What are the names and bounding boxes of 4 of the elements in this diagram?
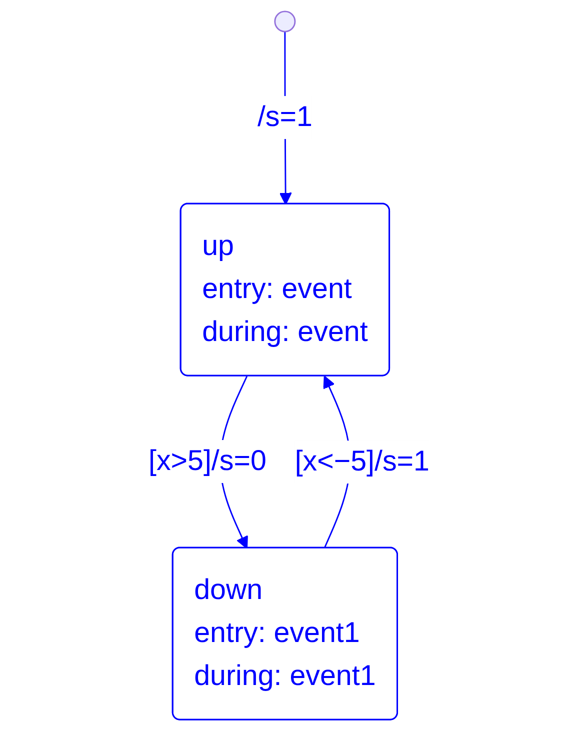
edge-label: [x<−5]/s=1: [294, 446, 430, 478]
edge-label: [x>5]/s=0: [148, 446, 266, 478]
edge-label: /s=1: [257, 102, 312, 134]
node-circle: [274, 10, 296, 32]
